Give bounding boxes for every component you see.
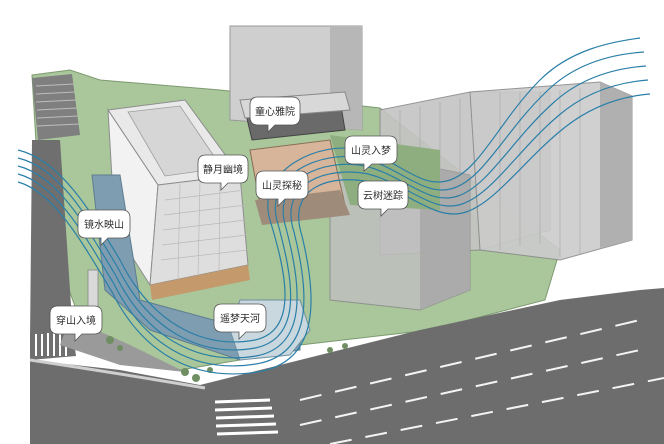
main-building-base [150,265,250,300]
label-tongxin: 童心雅院 [255,105,295,118]
lane-markings [299,319,664,444]
callout-tanmi: 山灵探秘 [255,170,309,207]
parking-stripes [35,83,80,127]
flow-lines [17,37,651,375]
callout-chuanshan: 穿山入境 [49,305,103,342]
crosswalk-bottom [214,398,279,436]
callout-shanling: 山灵入梦 [344,135,398,172]
label-jingyue: 静月幽境 [203,163,243,176]
callout-yaomeng: 遥梦天河 [213,303,267,340]
label-chuanshan: 穿山入境 [56,314,96,327]
right-tower-2-face [600,82,632,248]
curb-curve [29,358,206,390]
label-jingshui: 镜水映山 [84,218,124,231]
callout-jingyue: 静月幽境 [197,154,249,191]
sign-pillar [87,269,99,311]
label-shanling: 山灵入梦 [351,145,391,157]
callout-tongxin: 童心雅院 [249,96,301,133]
label-yunshu: 云树迷踪 [363,189,403,202]
bottom-road [30,288,664,444]
left-road [30,140,72,340]
label-yaomeng: 遥梦天河 [220,312,260,325]
main-building-facade-lines [160,178,248,281]
callout-yunshu: 云树迷踪 [357,180,409,217]
parking-lot [32,74,80,140]
callout-jingshui: 镜水映山 [77,209,131,246]
trees [106,336,348,382]
label-tanmi: 山灵探秘 [262,179,302,192]
